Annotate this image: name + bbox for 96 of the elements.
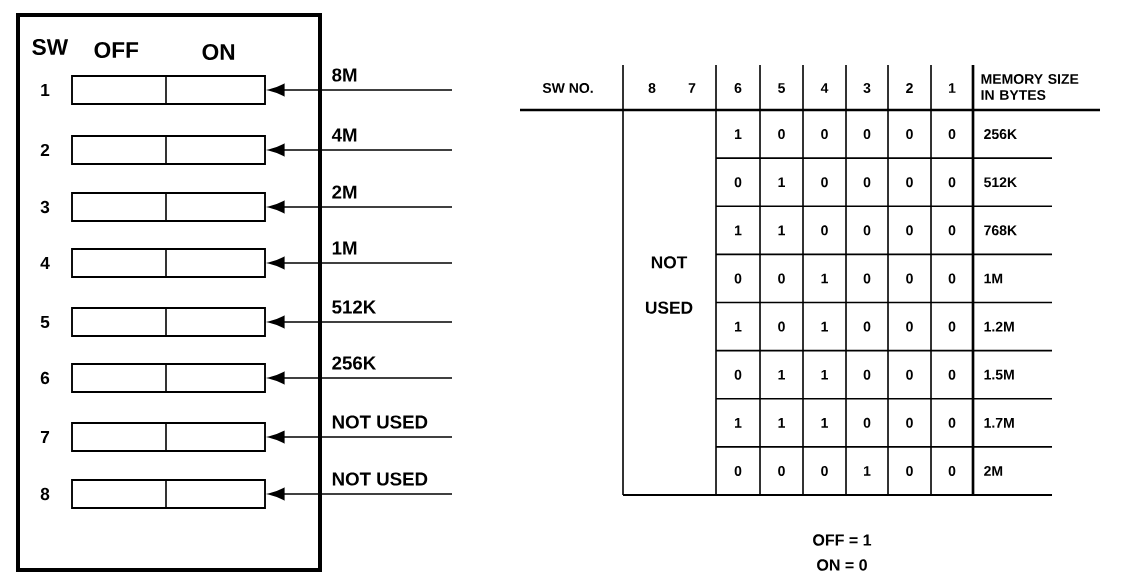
note: OFF = 1 [813, 534, 872, 546]
table-cell: 0 [906, 129, 913, 140]
column-header: 4 [820, 83, 829, 93]
table-cell: 2M [984, 466, 1003, 476]
edge-label: 256K [332, 356, 377, 370]
table-cell: 1 [778, 225, 785, 236]
table-cell: 1 [821, 369, 828, 380]
switch-number: 2 [40, 143, 50, 157]
edge-label: 1M [332, 241, 357, 255]
table-cell: 0 [778, 321, 785, 332]
table-cell: 0 [948, 417, 956, 428]
table-cell: 1 [821, 273, 828, 284]
table-cell: 0 [906, 321, 913, 332]
table-cell: 0 [948, 225, 956, 236]
table-cell: 0 [778, 273, 785, 284]
table-cell: 256K [984, 129, 1017, 140]
edge-label: 8M [332, 68, 357, 82]
table-cell: 0 [948, 177, 956, 188]
table-cell: 1 [864, 466, 871, 476]
column-header: 3 [863, 83, 871, 93]
table-cell: 512K [984, 177, 1017, 188]
switch-number: 7 [40, 431, 50, 443]
table-cell: 0 [906, 466, 913, 476]
table-cell: 0 [734, 369, 742, 380]
switch-number: 5 [40, 315, 50, 329]
table-cell: 1 [735, 321, 742, 332]
edge-label: NOT USED [332, 415, 428, 429]
merged-cell: NOT USED [645, 256, 693, 314]
table-cell: 0 [734, 273, 742, 284]
table-cell: 0 [778, 466, 785, 476]
table-cell: 1.2M [984, 321, 1014, 332]
table-cell: 0 [906, 369, 913, 380]
table-cell: 0 [734, 177, 742, 188]
edge-label: 2M [332, 185, 357, 199]
column-header: MEMORY SIZE IN BYTES [981, 74, 1079, 100]
table-cell: 1 [735, 129, 742, 139]
edge-label: 512K [332, 300, 377, 314]
table-cell: 0 [948, 321, 956, 332]
table-cell: 1.5M [984, 369, 1014, 380]
column-header: 8 [648, 83, 656, 93]
table-cell: 0 [948, 273, 956, 284]
table-cell: 1 [821, 418, 828, 428]
arrow [268, 371, 453, 385]
table-cell: 0 [906, 177, 913, 188]
table-cell: 0 [863, 225, 871, 236]
column-header: 7 [688, 83, 696, 93]
arrow [268, 487, 453, 501]
table-cell: 1 [778, 418, 785, 428]
column-header: 6 [734, 83, 742, 93]
table-cell: 0 [906, 417, 913, 428]
arrow [268, 200, 453, 214]
table-cell: 0 [863, 129, 871, 140]
table-cell: 0 [821, 225, 828, 236]
column-header: 2 [906, 83, 913, 93]
table-cell: 0 [821, 177, 828, 188]
column-header: 5 [778, 83, 785, 93]
column-heading: OFF [94, 42, 139, 59]
edge-label: NOT USED [332, 472, 428, 486]
table-cell: 0 [778, 129, 785, 140]
note: ON = 0 [817, 559, 867, 571]
table-cell: 0 [863, 273, 871, 284]
arrow [268, 315, 453, 329]
table-cell: 1 [778, 177, 785, 187]
table-cell: 1 [735, 225, 742, 236]
switch-number: 3 [40, 200, 50, 214]
switch-number: 8 [40, 487, 50, 501]
column-header: 1 [949, 83, 956, 93]
arrow [268, 143, 453, 157]
switch-number: 4 [40, 257, 50, 269]
table-cell: 0 [863, 417, 871, 428]
table-cell: 0 [906, 273, 913, 284]
table-cell: 0 [948, 466, 956, 476]
arrow [268, 430, 453, 444]
table-cell: 0 [948, 129, 956, 140]
arrow [268, 256, 453, 270]
switch-number: 6 [40, 371, 50, 385]
edge-label: 4M [331, 128, 357, 142]
table-cell: 768K [984, 225, 1017, 236]
table-cell: 0 [863, 321, 871, 332]
table-cell: 0 [821, 129, 828, 140]
column-heading: ON [202, 44, 235, 61]
table-cell: 1.7M [984, 418, 1014, 428]
table-cell: 0 [948, 369, 956, 380]
table-cell: 0 [734, 466, 742, 476]
table-cell: 1M [984, 273, 1003, 284]
arrow [268, 83, 453, 97]
table-cell: 1 [821, 321, 828, 332]
column-header: SW NO. [542, 83, 593, 93]
column-heading: SW [32, 39, 69, 56]
table-cell: 1 [735, 418, 742, 428]
switch-number: 1 [41, 84, 50, 96]
table-cell: 0 [863, 369, 871, 380]
table-cell: 0 [863, 177, 871, 188]
table-cell: 0 [906, 225, 913, 236]
table-cell: 1 [778, 369, 785, 380]
table-cell: 0 [821, 466, 828, 476]
